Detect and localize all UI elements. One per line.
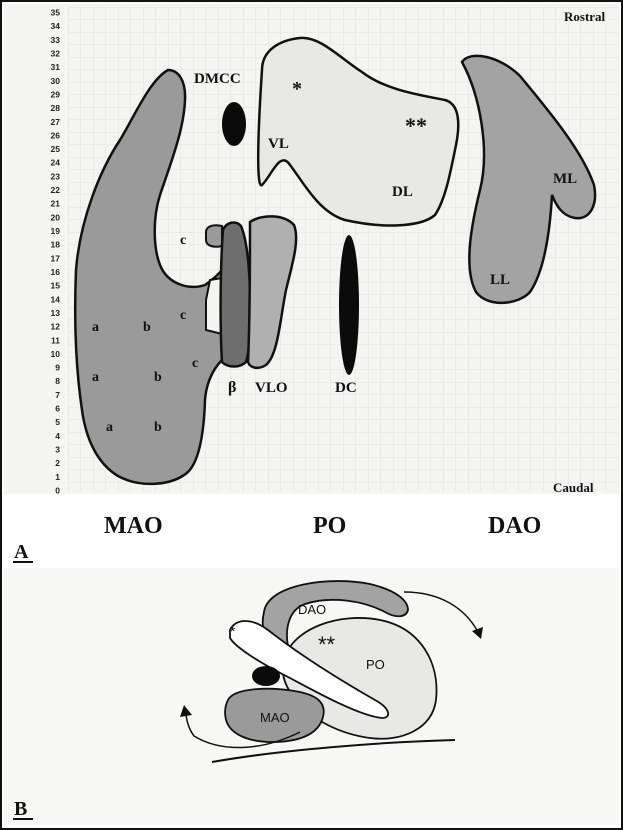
y-tick-label: 2 xyxy=(55,458,60,468)
panel-b: DAO PO MAO * ** xyxy=(4,568,619,825)
y-tick-label: 11 xyxy=(51,335,60,345)
subregion-c-label: c xyxy=(192,356,198,371)
subregion-c-label: c xyxy=(180,233,186,248)
dmcc-shape xyxy=(222,102,246,146)
y-tick-label: 23 xyxy=(51,171,61,181)
y-tick-label: 0 xyxy=(55,486,60,496)
ml-label: ML xyxy=(553,171,577,187)
y-tick-label: 9 xyxy=(55,363,60,373)
y-tick-label: 30 xyxy=(51,76,61,86)
y-tick-label: 7 xyxy=(55,390,60,400)
subregion-a-label: a xyxy=(106,420,113,435)
y-tick-label: 3 xyxy=(55,445,60,455)
y-tick-label: 13 xyxy=(51,308,61,318)
subregion-b-label: b xyxy=(154,420,162,435)
y-tick-label: 16 xyxy=(51,267,61,277)
subregion-a-label: a xyxy=(92,370,99,385)
ll-label: LL xyxy=(490,272,510,288)
y-tick-label: 35 xyxy=(51,8,61,18)
y-tick-label: 27 xyxy=(51,117,61,127)
mao-title: MAO xyxy=(104,513,163,539)
panel-b-mao-label: MAO xyxy=(260,710,290,725)
star-single-label: * xyxy=(292,78,302,100)
dl-label: DL xyxy=(392,184,413,200)
panel-b-star-single-label: * xyxy=(230,623,236,639)
subregion-b-label: b xyxy=(154,370,162,385)
y-tick-label: 34 xyxy=(51,21,61,31)
panel-b-dark-nucleus xyxy=(252,666,280,686)
caudal-label: Caudal xyxy=(553,480,594,495)
po-title: PO xyxy=(313,513,346,539)
y-tick-label: 28 xyxy=(51,103,61,113)
y-tick-label: 31 xyxy=(51,62,61,72)
y-tick-label: 1 xyxy=(55,472,60,482)
rostral-label: Rostral xyxy=(564,9,606,24)
y-tick-label: 29 xyxy=(51,89,61,99)
beta-label: β xyxy=(228,379,236,396)
panel-b-star-double-label: ** xyxy=(318,632,336,657)
dc-label: DC xyxy=(335,380,357,396)
y-tick-label: 4 xyxy=(55,431,60,441)
y-tick-label: 24 xyxy=(51,158,61,168)
vl-label: VL xyxy=(268,136,289,152)
panel-a: 3534333231302928272625242322212019181716… xyxy=(4,4,619,496)
panel-b-dao-label: DAO xyxy=(298,602,326,617)
y-tick-label: 10 xyxy=(51,349,61,359)
dmcc-label: DMCC xyxy=(194,71,241,87)
y-tick-label: 8 xyxy=(55,376,60,386)
subregion-b-label: b xyxy=(143,320,151,335)
y-tick-label: 12 xyxy=(51,322,61,332)
y-tick-label: 20 xyxy=(51,212,61,222)
y-tick-label: 33 xyxy=(51,35,61,45)
beta-shape xyxy=(221,223,250,367)
panel-a-letter: A xyxy=(14,541,29,563)
y-tick-label: 32 xyxy=(51,48,61,58)
y-tick-label: 25 xyxy=(51,144,61,154)
y-tick-label: 17 xyxy=(51,253,61,263)
mao-c-lobe xyxy=(206,225,222,247)
y-tick-label: 5 xyxy=(55,417,60,427)
panel-b-po-label: PO xyxy=(366,657,385,672)
dc-shape xyxy=(339,235,359,375)
panel-b-letter: B xyxy=(14,798,27,820)
y-tick-label: 21 xyxy=(51,199,61,209)
y-tick-label: 14 xyxy=(51,294,61,304)
y-tick-label: 15 xyxy=(51,281,61,291)
y-tick-label: 18 xyxy=(51,240,61,250)
subregion-a-label: a xyxy=(92,320,99,335)
star-double-label: ** xyxy=(405,113,427,138)
dao-title: DAO xyxy=(488,513,541,539)
vlo-label: VLO xyxy=(255,380,288,396)
y-tick-label: 6 xyxy=(55,404,60,414)
y-tick-label: 19 xyxy=(51,226,61,236)
y-tick-label: 22 xyxy=(51,185,61,195)
y-tick-label: 26 xyxy=(51,130,61,140)
subregion-c-label: c xyxy=(180,308,186,323)
